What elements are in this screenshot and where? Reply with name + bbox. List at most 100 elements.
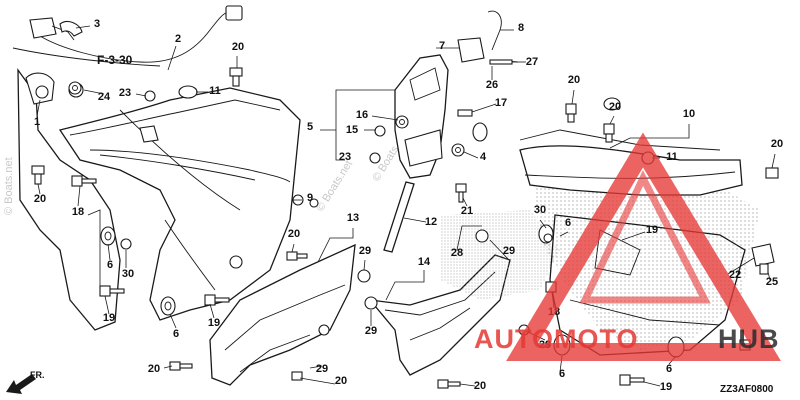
- callout-number: 18: [72, 206, 84, 218]
- callout-number: 17: [495, 97, 507, 109]
- washer-icon: [395, 115, 409, 129]
- clip-icon: [357, 269, 371, 283]
- bolt-icon: [437, 379, 461, 389]
- bolt-icon: [619, 374, 645, 386]
- callout-number: 22: [729, 269, 741, 281]
- callout-number: 5: [307, 121, 313, 133]
- collar-icon: [543, 233, 553, 243]
- screw-icon: [455, 183, 467, 203]
- callout-number: 9: [307, 192, 313, 204]
- clip-icon: [475, 229, 489, 243]
- screw-icon: [369, 152, 381, 164]
- bolt-icon: [71, 175, 97, 187]
- callout-number: 20: [148, 363, 160, 375]
- grommet-icon: [472, 122, 488, 142]
- callout-number: 29: [316, 363, 328, 375]
- callout-number: 11: [666, 151, 678, 163]
- callout-number: 14: [418, 256, 431, 268]
- cap-icon: [603, 97, 621, 111]
- bolt-icon: [765, 167, 779, 179]
- callout-number: 29: [365, 325, 377, 337]
- callout-number: 6: [173, 328, 179, 340]
- rubber-strip: [383, 181, 415, 253]
- callout-number: 3: [94, 18, 100, 30]
- watermark: © Boats.net: [314, 158, 355, 213]
- collar-icon: [120, 238, 132, 250]
- callout-number: 11: [209, 85, 221, 97]
- callout-number: 28: [451, 247, 463, 259]
- bolt-icon: [31, 165, 45, 185]
- bolt-icon: [291, 371, 303, 381]
- grommet-icon: [100, 226, 116, 246]
- callout-number: 6: [559, 368, 565, 380]
- front-direction-indicator: FR.: [6, 370, 45, 394]
- bolt-icon: [603, 123, 615, 143]
- clamp-icon: [59, 21, 83, 37]
- callout-number: 23: [339, 151, 351, 163]
- wire-harness: F-3-30: [12, 5, 243, 67]
- callout-number: 20: [771, 138, 783, 150]
- callout-number: 19: [646, 224, 658, 236]
- cap-icon: [178, 85, 198, 99]
- callout-number: 19: [208, 317, 220, 329]
- center-frame-cover: [58, 87, 304, 321]
- hardware: [31, 21, 779, 389]
- warning-triangle-icon: [506, 132, 781, 361]
- callout-number: 26: [486, 79, 498, 91]
- lower-left-cover: [209, 243, 356, 386]
- right-side-cover: [440, 129, 760, 356]
- washer-icon: [451, 143, 465, 157]
- callout-number: 10: [683, 108, 695, 120]
- pin-icon: [489, 59, 513, 65]
- clip-icon: [751, 243, 775, 275]
- callout-number: 29: [503, 245, 515, 257]
- bolt-icon: [229, 67, 243, 87]
- center-bracket-assembly: [394, 10, 519, 179]
- overlay-logo: AUTOMOTO HUB: [474, 132, 781, 361]
- callout-number: 20: [609, 101, 621, 113]
- callout-number: 21: [461, 205, 473, 217]
- callout-number: 6: [107, 259, 113, 271]
- callout-number: 20: [474, 380, 486, 392]
- screw-icon: [374, 125, 386, 137]
- bolt-icon: [169, 361, 193, 371]
- callout-number: 15: [346, 124, 358, 136]
- callout-number: 20: [568, 74, 580, 86]
- callout-number: 4: [480, 151, 487, 163]
- logo-wordmark-right: HUB: [718, 324, 780, 354]
- bolt-icon: [286, 251, 308, 261]
- callout-number: 25: [766, 276, 778, 288]
- washer-icon: [309, 198, 319, 208]
- callout-number: 20: [288, 228, 300, 240]
- callout-number: 19: [660, 381, 672, 393]
- callout-number: 2: [175, 33, 181, 45]
- callout-number: 30: [534, 204, 546, 216]
- bolt-icon: [565, 103, 577, 123]
- callout-number: 20: [335, 375, 347, 387]
- callout-number: 30: [122, 268, 134, 280]
- watermark: © Boats.net: [3, 157, 15, 215]
- callout-number: 27: [526, 56, 538, 68]
- section-reference: F-3-30: [97, 53, 133, 67]
- callout-number: 1: [34, 116, 40, 128]
- callout-number: 24: [98, 91, 111, 103]
- logo-wordmark-left: AUTOMOTO: [474, 324, 639, 354]
- callout-number: 8: [518, 22, 524, 34]
- callout-number: 16: [356, 109, 368, 121]
- callout-number: 20: [34, 193, 46, 205]
- callout-number: 23: [119, 87, 131, 99]
- arrow-left-icon: [6, 374, 36, 394]
- screw-icon: [144, 90, 156, 102]
- diagram-code: ZZ3AF0800: [720, 384, 774, 395]
- callout-number: 6: [666, 363, 672, 375]
- grommet-icon: [160, 296, 176, 316]
- washer-icon: [68, 81, 82, 95]
- direction-label: FR.: [30, 370, 45, 380]
- bolt-icon: [457, 109, 473, 117]
- callout-number: 29: [359, 245, 371, 257]
- callout-number: 20: [232, 41, 244, 53]
- clip-icon: [364, 296, 378, 310]
- callout-number: 13: [347, 212, 359, 224]
- callout-number: 19: [103, 312, 115, 324]
